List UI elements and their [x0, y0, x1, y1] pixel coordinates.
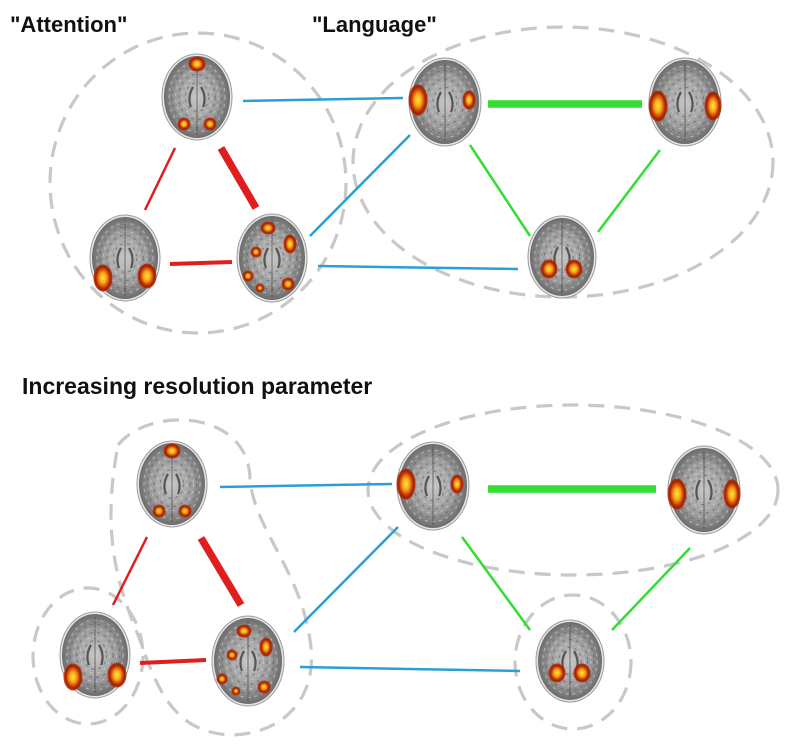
activation-blob	[226, 649, 238, 661]
activation-blob	[203, 117, 217, 131]
edge-lang-right-lang-bottom	[611, 547, 691, 631]
activation-blob	[396, 468, 416, 500]
activation-blob	[63, 663, 83, 691]
activation-blob	[667, 478, 687, 510]
activation-blob	[723, 479, 741, 509]
brain-node-attn-top	[161, 53, 233, 141]
edge-attn-top-attn-right	[217, 146, 260, 210]
edge-attn-top-attn-left	[111, 536, 149, 606]
community-outline	[48, 31, 348, 335]
brain-node-attn-right	[211, 615, 285, 707]
brain-node-lang-left	[408, 57, 482, 147]
edge-attn-top-attn-left	[143, 147, 177, 211]
edge-lang-right-lang-bottom	[597, 149, 661, 233]
activation-blob	[231, 686, 241, 696]
attention-label: "Attention"	[10, 12, 128, 37]
panel-bottom	[31, 403, 780, 737]
activation-blob	[283, 234, 297, 254]
brain-node-attn-top	[136, 440, 208, 528]
activation-blob	[462, 90, 476, 110]
edge-attn-top-attn-right	[197, 536, 245, 607]
activation-blob	[573, 663, 591, 683]
activation-blob	[450, 474, 464, 494]
brain-node-lang-bottom	[535, 619, 605, 703]
activation-blob	[242, 270, 254, 282]
activation-blob	[137, 263, 157, 289]
edge-attn-left-attn-right	[169, 260, 233, 266]
activation-blob	[548, 663, 566, 683]
activation-blob	[236, 624, 252, 638]
activation-blob	[177, 117, 191, 131]
activation-blob	[257, 680, 271, 694]
activation-blob	[281, 277, 295, 291]
brain-node-lang-bottom	[527, 215, 597, 299]
panel-top	[48, 25, 775, 335]
resolution-label: Increasing resolution parameter	[22, 373, 373, 399]
activation-blob	[178, 504, 192, 518]
activation-blob	[163, 443, 181, 459]
activation-blob	[259, 637, 273, 657]
edge-attn-right-lang-bottom	[299, 665, 521, 673]
brain-node-lang-right	[648, 57, 722, 147]
edge-lang-left-lang-bottom	[460, 536, 532, 631]
language-label: "Language"	[312, 12, 437, 37]
activation-blob	[93, 264, 113, 292]
edge-attn-top-lang-left	[242, 96, 404, 103]
edge-attn-right-lang-bottom	[317, 264, 519, 271]
activation-blob	[648, 90, 668, 122]
edge-attn-right-lang-left	[293, 526, 399, 633]
activation-blob	[704, 91, 722, 121]
brain-node-attn-left	[89, 214, 161, 302]
activation-blob	[255, 283, 265, 293]
activation-blob	[260, 221, 276, 235]
edge-attn-left-attn-right	[139, 658, 207, 665]
edge-attn-top-lang-left	[219, 482, 393, 489]
edge-lang-left-lang-bottom	[468, 144, 532, 237]
activation-blob	[540, 259, 558, 279]
brain-node-lang-left	[396, 441, 470, 531]
activation-blob	[107, 662, 127, 688]
activation-blob	[216, 673, 228, 685]
activation-blob	[408, 84, 428, 116]
brain-node-attn-left	[59, 611, 131, 699]
community-outline	[513, 593, 633, 731]
activation-blob	[250, 246, 262, 258]
brain-node-lang-right	[667, 445, 741, 535]
edge-attn-right-lang-left	[309, 134, 411, 237]
activation-blob	[565, 259, 583, 279]
activation-blob	[188, 56, 206, 72]
community-outline	[31, 586, 145, 726]
activation-blob	[152, 504, 166, 518]
community-outline	[366, 403, 780, 577]
brain-node-attn-right	[236, 213, 308, 303]
